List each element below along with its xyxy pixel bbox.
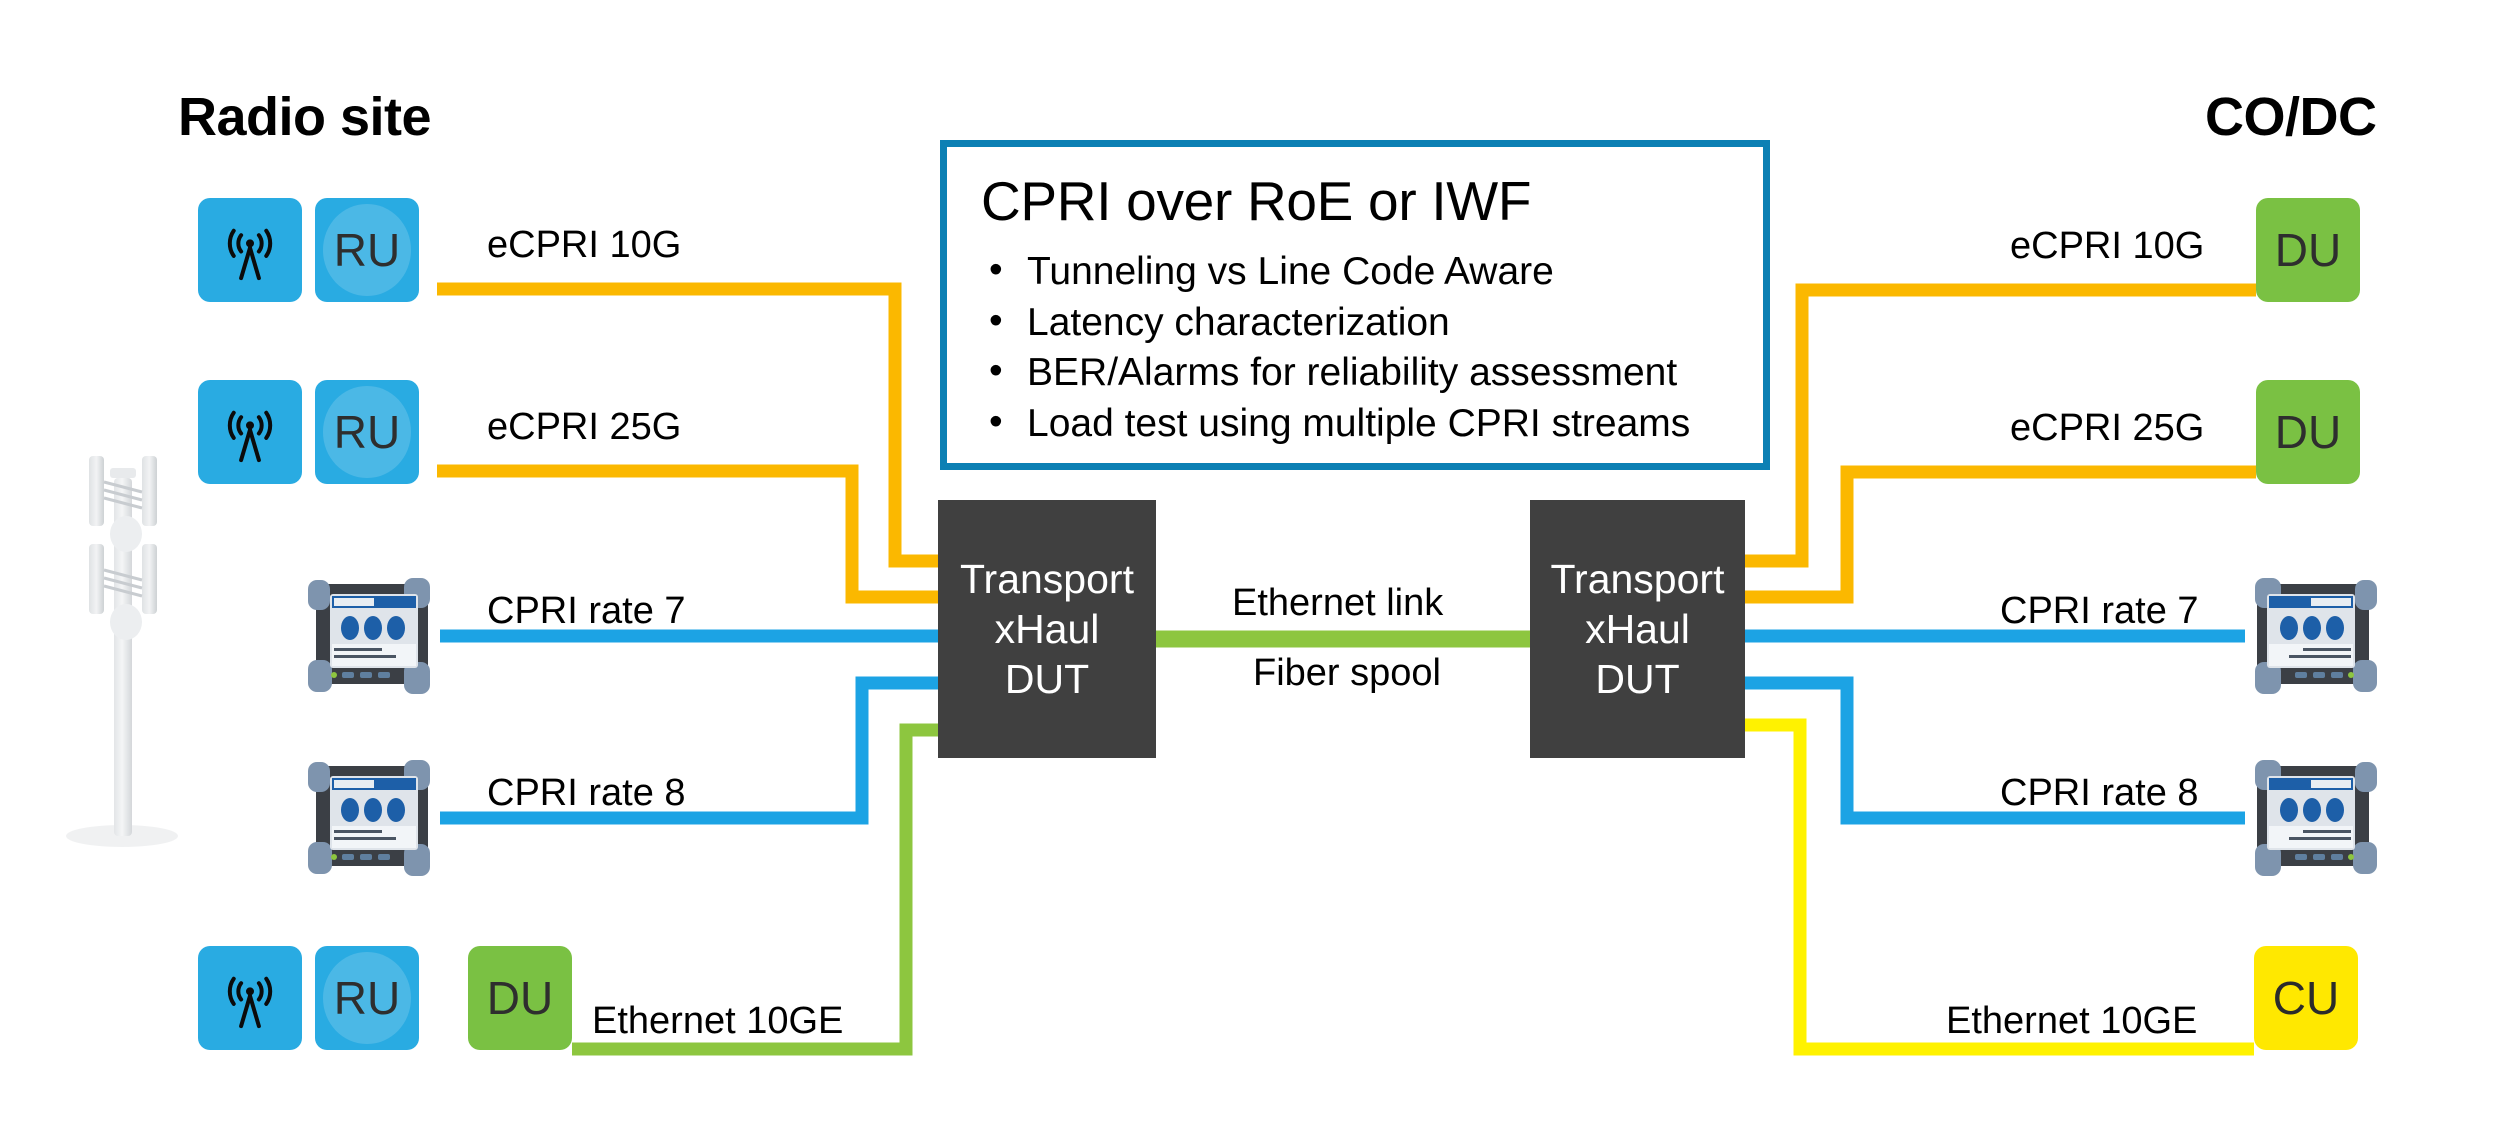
co-dc-title: CO/DC bbox=[2205, 87, 2377, 147]
label-right-cpri8: CPRI rate 8 bbox=[2000, 772, 2199, 814]
ru-tile-1[interactable]: RU bbox=[315, 198, 419, 302]
label-fiber-spool: Fiber spool bbox=[1253, 652, 1441, 694]
cu-tile[interactable]: CU bbox=[2254, 946, 2358, 1050]
du-tile-label: DU bbox=[2274, 406, 2342, 458]
label-right-cpri7: CPRI rate 7 bbox=[2000, 590, 2199, 632]
label-right-ecpri10g: eCPRI 10G bbox=[2010, 225, 2205, 267]
ru-tile-label: RU bbox=[333, 406, 401, 458]
label-left-cpri7: CPRI rate 7 bbox=[487, 590, 686, 632]
du-tile-right-2[interactable]: DU bbox=[2256, 380, 2360, 484]
wire-right-ecpri25g bbox=[1745, 465, 2256, 604]
label-ethernet-link: Ethernet link bbox=[1232, 582, 1444, 624]
dut-right-line3: DUT bbox=[1595, 656, 1680, 702]
ru-tile-label: RU bbox=[333, 224, 401, 276]
cell-tower-icon bbox=[66, 456, 178, 847]
dut-left-line1: Transport bbox=[960, 555, 1134, 602]
label-left-ecpri25g: eCPRI 25G bbox=[487, 406, 682, 448]
label-left-eth10ge: Ethernet 10GE bbox=[592, 1000, 844, 1042]
callout-heading: CPRI over RoE or IWF bbox=[981, 170, 1532, 232]
test-instrument-icon-left-1[interactable] bbox=[300, 570, 440, 700]
ru-tile-3[interactable]: RU bbox=[315, 946, 419, 1050]
callout-bullet-list: Tunneling vs Line Code Aware Latency cha… bbox=[981, 245, 1733, 450]
test-instrument-icon-right-1[interactable] bbox=[2245, 570, 2385, 700]
callout-bullet: Latency characterization bbox=[981, 296, 1733, 349]
ru-tile-label: RU bbox=[333, 972, 401, 1024]
dut-right-line1: Transport bbox=[1550, 555, 1725, 602]
label-left-ecpri10g: eCPRI 10G bbox=[487, 224, 682, 266]
du-tile-right-1[interactable]: DU bbox=[2256, 198, 2360, 302]
label-right-eth10ge: Ethernet 10GE bbox=[1946, 1000, 2198, 1042]
transport-xhaul-dut-left[interactable]: Transport xHaul DUT bbox=[938, 500, 1156, 758]
antenna-icon bbox=[227, 976, 273, 1029]
radio-site-title: Radio site bbox=[178, 87, 432, 147]
antenna-icon bbox=[227, 410, 273, 463]
antenna-icon bbox=[227, 228, 273, 281]
callout-bullet: Tunneling vs Line Code Aware bbox=[981, 245, 1733, 298]
label-right-ecpri25g: eCPRI 25G bbox=[2010, 407, 2205, 449]
du-tile-label: DU bbox=[2274, 224, 2342, 276]
test-instrument-icon-right-2[interactable] bbox=[2245, 752, 2385, 882]
dut-right-line2: xHaul bbox=[1585, 605, 1690, 652]
transport-xhaul-dut-right[interactable]: Transport xHaul DUT bbox=[1530, 500, 1745, 758]
antenna-tile-2[interactable] bbox=[198, 380, 302, 484]
ru-glow bbox=[323, 952, 411, 1044]
dut-left-line3: DUT bbox=[1004, 656, 1090, 702]
test-instrument-icon-left-2[interactable] bbox=[300, 752, 440, 882]
antenna-tile-1[interactable] bbox=[198, 198, 302, 302]
callout-box: CPRI over RoE or IWF Tunneling vs Line C… bbox=[940, 140, 1770, 470]
ru-glow bbox=[323, 204, 411, 296]
wire-left-ecpri25g bbox=[437, 464, 940, 604]
callout-bullet: BER/Alarms for reliability assessment bbox=[981, 346, 1733, 399]
du-tile-left[interactable]: DU bbox=[468, 946, 572, 1050]
du-tile-label: DU bbox=[486, 972, 554, 1024]
ru-tile-2[interactable]: RU bbox=[315, 380, 419, 484]
callout-bullet: Load test using multiple CPRI streams bbox=[981, 397, 1733, 450]
label-left-cpri8: CPRI rate 8 bbox=[487, 772, 686, 814]
ru-glow bbox=[323, 386, 411, 478]
cu-tile-label: CU bbox=[2272, 972, 2340, 1024]
antenna-tile-3[interactable] bbox=[198, 946, 302, 1050]
dut-left-line2: xHaul bbox=[994, 605, 1100, 652]
